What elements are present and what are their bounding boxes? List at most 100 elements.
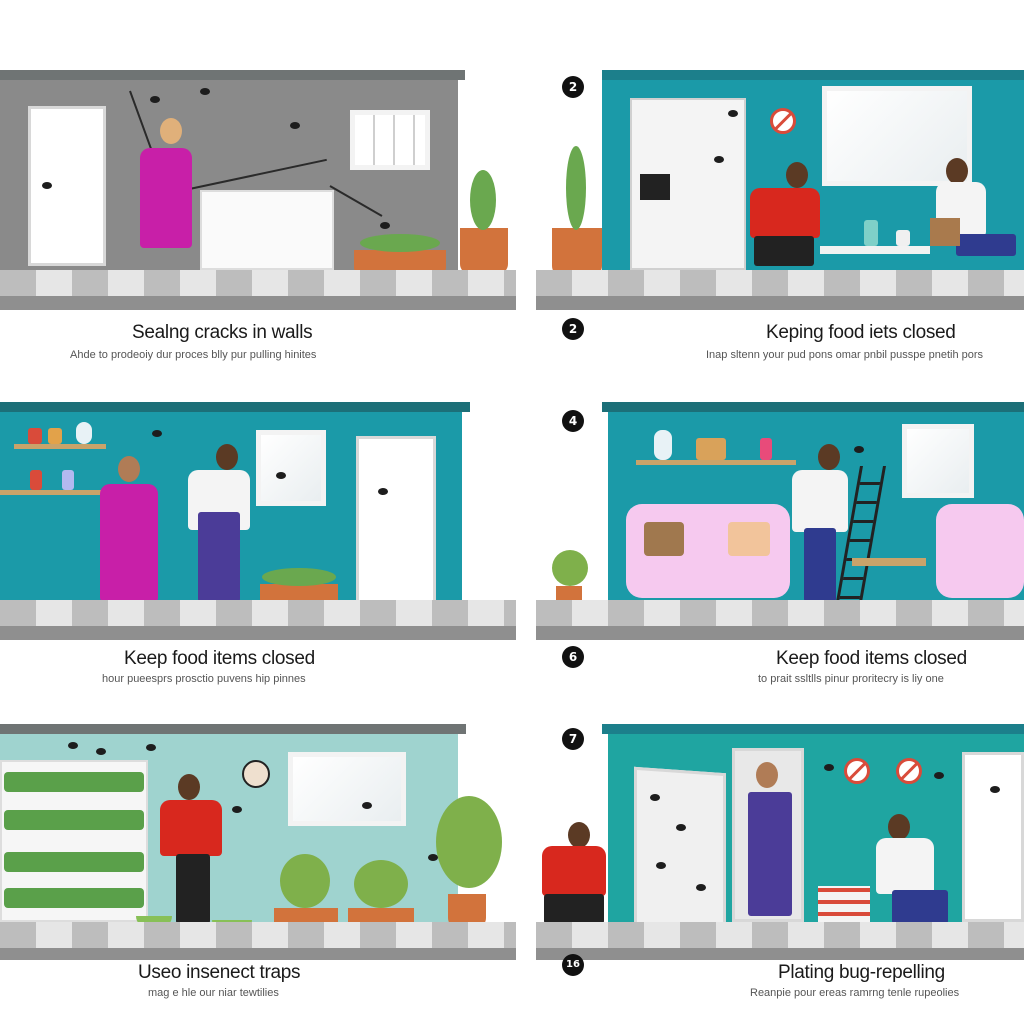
- container: [864, 220, 878, 246]
- floor-edge: [0, 296, 516, 310]
- bug-icon: [42, 182, 52, 189]
- stove: [200, 190, 334, 270]
- bug-icon: [378, 488, 388, 495]
- panel-title: Sealng cracks in walls: [132, 322, 313, 343]
- step-number-badge: 2: [562, 318, 584, 340]
- shelf-plants: [4, 852, 144, 872]
- planter-leaves: [280, 854, 330, 908]
- bug-icon: [200, 88, 210, 95]
- plant-pot: [552, 228, 602, 276]
- panel-title: Plating bug-repelling: [778, 962, 945, 983]
- step-number-badge: 7: [562, 728, 584, 750]
- bug-icon: [656, 862, 666, 869]
- table: [820, 246, 930, 254]
- no-bugs-sign-icon: [896, 758, 922, 784]
- repellent-cans: [818, 886, 870, 924]
- man-shirt: [792, 470, 848, 532]
- man-head: [216, 444, 238, 470]
- vase: [76, 422, 92, 444]
- plant-leaves: [436, 796, 502, 888]
- shelf: [636, 460, 796, 465]
- bug-icon: [728, 110, 738, 117]
- man-pants: [892, 890, 948, 924]
- door: [28, 106, 106, 266]
- fridge-ice-dispenser: [640, 174, 670, 200]
- scene-insect-traps: [0, 724, 516, 960]
- plant-pot: [460, 228, 508, 274]
- man-head: [888, 814, 910, 840]
- bug-icon: [146, 744, 156, 751]
- scene-bug-repelling: [536, 724, 1024, 960]
- bug-icon: [676, 824, 686, 831]
- man-pants: [176, 854, 210, 924]
- man-pants: [754, 236, 814, 266]
- man-shirt: [750, 188, 820, 238]
- bug-icon: [232, 806, 242, 813]
- step-number-badge: 16: [562, 954, 584, 976]
- roof: [0, 402, 470, 412]
- man-shirt: [160, 800, 222, 856]
- man-pants: [956, 234, 1016, 256]
- woman-head: [160, 118, 182, 144]
- window: [902, 424, 974, 498]
- sofa: [936, 504, 1024, 598]
- man-shirt: [876, 838, 934, 894]
- plant-leaves: [566, 146, 586, 230]
- cushion: [644, 522, 684, 556]
- bug-icon: [696, 884, 706, 891]
- vase: [654, 430, 672, 460]
- man-head: [178, 774, 200, 800]
- side-table: [852, 558, 926, 566]
- scene-sealing-cracks: [0, 70, 516, 310]
- wall-clock: [242, 760, 270, 788]
- window: [288, 752, 406, 826]
- man-pants: [544, 894, 604, 924]
- step-number-badge: 6: [562, 646, 584, 668]
- jar: [760, 438, 772, 460]
- floor-edge: [536, 296, 1024, 310]
- bug-icon: [714, 156, 724, 163]
- no-bugs-sign-icon: [844, 758, 870, 784]
- cushion: [728, 522, 770, 556]
- roof: [0, 70, 465, 80]
- shelf-plants: [4, 888, 144, 908]
- step-number-badge: 4: [562, 410, 584, 432]
- man-overalls: [748, 792, 792, 916]
- scene-keeping-food-closed: [536, 70, 1024, 310]
- shelf-plants: [4, 772, 144, 792]
- panel-title: Useo insenect traps: [138, 962, 301, 983]
- shelf: [0, 490, 106, 495]
- man-head: [756, 762, 778, 788]
- woman-dress: [100, 484, 158, 602]
- man-pants: [804, 528, 836, 602]
- jar: [28, 428, 42, 444]
- bug-icon: [934, 772, 944, 779]
- panel-subtitle: mag e hle our niar tewtilies: [148, 987, 279, 999]
- box: [930, 218, 960, 246]
- floor-edge: [536, 948, 1024, 960]
- panel-subtitle: Reanpie pour ereas ramrng tenle rupeolie…: [750, 987, 960, 999]
- window: [256, 430, 326, 506]
- planter-leaves: [360, 234, 440, 252]
- door: [356, 436, 436, 604]
- panel-subtitle: hour pueesprs prosctio puvens hip pinnes: [102, 673, 306, 685]
- shelf: [14, 444, 106, 449]
- bug-icon: [68, 742, 78, 749]
- man-head: [786, 162, 808, 188]
- panel-title: Keep food items closed: [776, 648, 967, 669]
- roof: [0, 724, 466, 734]
- floor-edge: [536, 626, 1024, 640]
- panel-subtitle: to prait ssltlls pinur proritecry is liy…: [758, 673, 944, 685]
- jar: [48, 428, 62, 444]
- step-number-badge: 2: [562, 76, 584, 98]
- bug-icon: [290, 122, 300, 129]
- roof: [602, 724, 1024, 734]
- roof: [602, 402, 1024, 412]
- man-overalls: [198, 512, 240, 602]
- bug-icon: [380, 222, 390, 229]
- bug-icon: [276, 472, 286, 479]
- planter: [354, 250, 446, 272]
- planter-leaves: [262, 568, 336, 586]
- bug-icon: [990, 786, 1000, 793]
- bug-icon: [824, 764, 834, 771]
